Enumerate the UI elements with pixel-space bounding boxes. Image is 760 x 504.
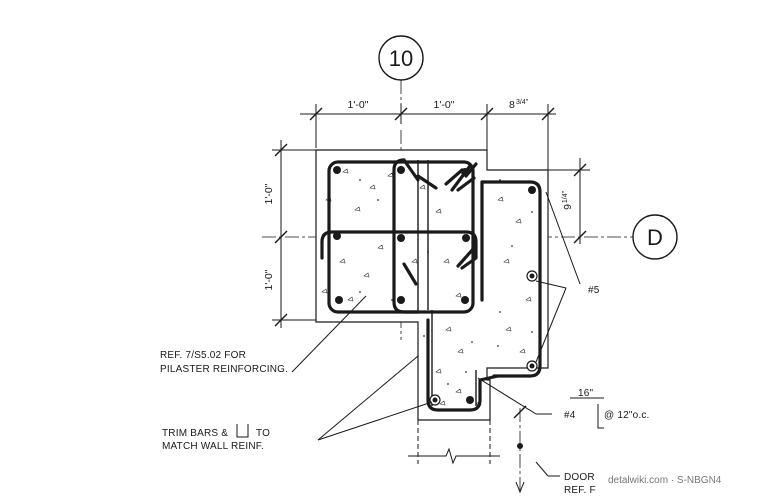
leader-door xyxy=(513,405,560,494)
dim-top-left: 1'-0" xyxy=(348,99,369,111)
tie-vertical-inner xyxy=(392,158,420,314)
bar-dot xyxy=(335,296,343,304)
stirrup-bracket xyxy=(597,404,604,429)
leader-5 xyxy=(535,191,581,363)
break-line xyxy=(408,447,500,465)
leader-4 xyxy=(477,377,604,429)
label-bar-5: #5 xyxy=(588,285,600,296)
dim-right-whole: 9 xyxy=(562,204,574,210)
dim-left-upper: 1'-0" xyxy=(263,183,275,204)
bar-dot xyxy=(466,396,474,404)
grid-label-d: D xyxy=(647,225,663,250)
bar-dot xyxy=(528,186,536,194)
bar-dot xyxy=(397,234,405,242)
label-bar-4: #4 xyxy=(564,410,576,421)
bar-dot xyxy=(333,166,341,174)
dim-right-frac: 1/4" xyxy=(562,190,569,203)
label-spacing: @ 12"o.c. xyxy=(604,410,650,421)
note-door-line1: DOOR xyxy=(564,472,595,483)
watermark-bg xyxy=(600,470,760,488)
leader-ref xyxy=(291,295,367,373)
watermark: detalwiki.com · S-NBGN4 xyxy=(608,475,722,486)
bar-dot xyxy=(397,296,405,304)
note-ref-line2: PILASTER REINFORCING. xyxy=(160,364,288,375)
note-trim-line1b: TO xyxy=(256,428,270,439)
tie-right-large xyxy=(480,180,542,378)
label-16-in: 16" xyxy=(578,388,594,399)
longitudinal-bars xyxy=(333,166,538,406)
leader-trim xyxy=(317,355,433,441)
bar-dot xyxy=(461,296,469,304)
bar-dot xyxy=(397,166,405,174)
wall-bars-vertical xyxy=(417,160,477,406)
grid-label-10: 10 xyxy=(389,46,413,71)
note-ref-line1: REF. 7/S5.02 FOR xyxy=(160,350,246,361)
top-dimension-string xyxy=(300,104,556,178)
left-dimension-string xyxy=(272,140,316,328)
right-dimension-string xyxy=(548,158,590,244)
u-bar-icon xyxy=(236,424,249,438)
tie-lower-hook xyxy=(320,230,500,412)
dim-top-right-whole: 8 xyxy=(509,99,515,111)
bar-dot xyxy=(462,234,470,242)
dim-left-lower: 1'-0" xyxy=(263,269,275,290)
note-trim-line1a: TRIM BARS & xyxy=(162,428,228,439)
dim-top-mid: 1'-0" xyxy=(434,99,455,111)
bar-dot xyxy=(461,168,469,176)
note-door-line2: REF. F xyxy=(564,485,596,496)
bar-dot xyxy=(333,232,341,240)
wall-continuation xyxy=(408,420,500,465)
note-trim-line2: MATCH WALL REINF. xyxy=(162,441,264,452)
dim-top-right-frac: 3/4" xyxy=(516,99,529,106)
